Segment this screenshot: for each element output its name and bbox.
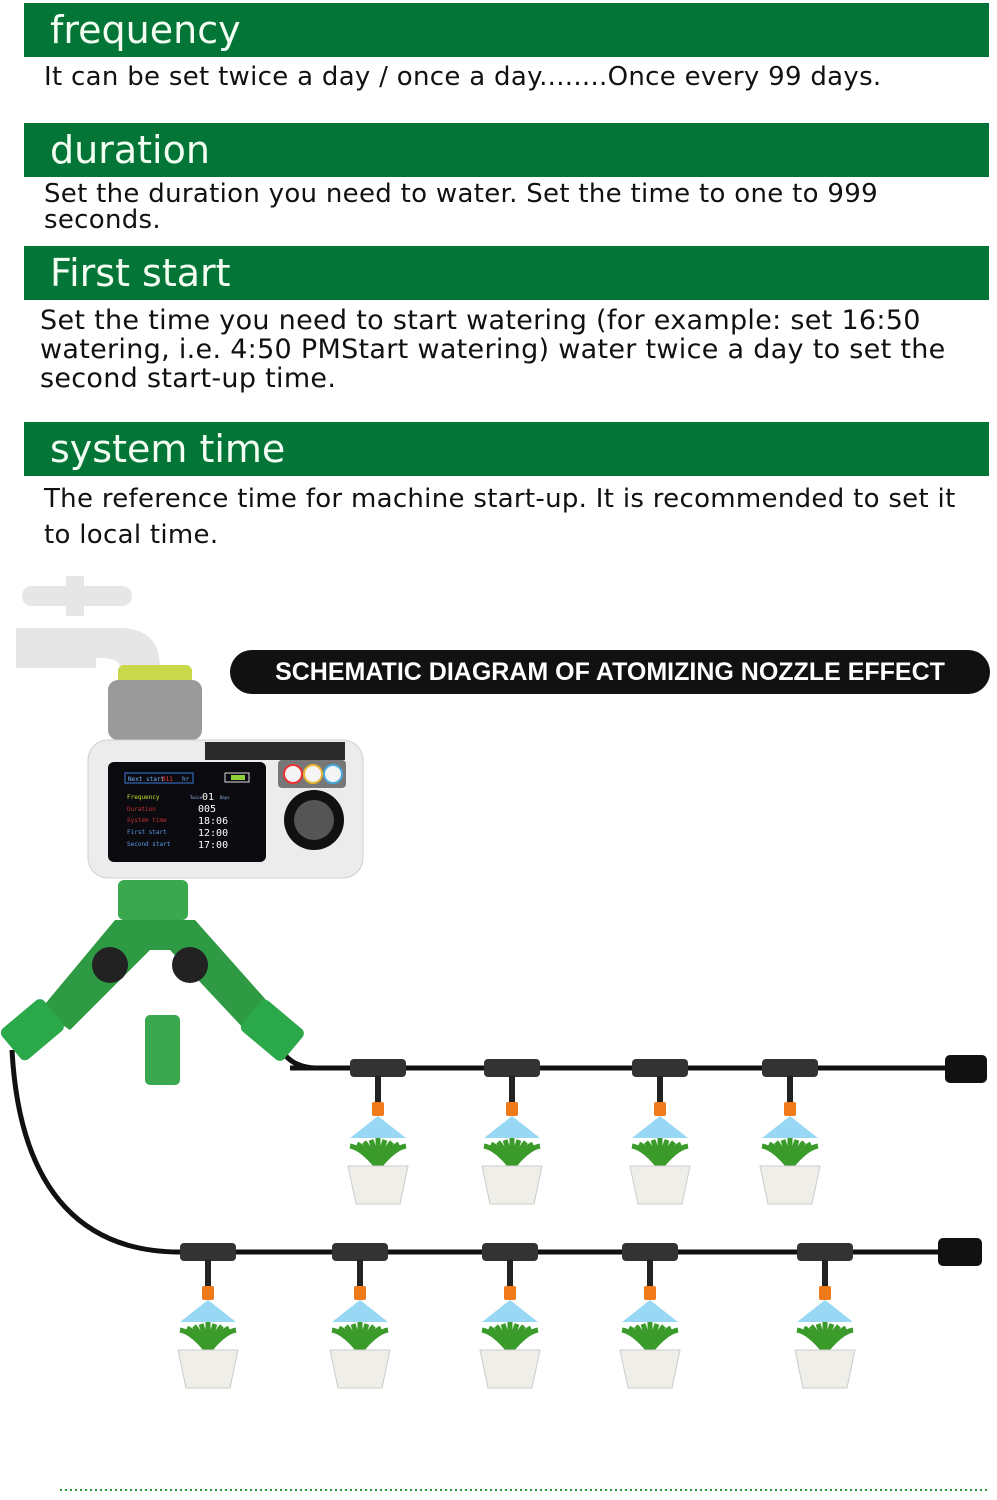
section-header-duration: duration [24, 123, 989, 177]
screen-first-start-value: 12:00 [198, 828, 228, 839]
plant-pot-icon [794, 1349, 856, 1389]
section-text-system-time: The reference time for machine start-up.… [44, 484, 956, 550]
tee-connector [762, 1059, 818, 1077]
tee-connector [332, 1243, 388, 1261]
nozzle-icon [784, 1102, 796, 1116]
section-title: duration [50, 128, 210, 172]
screen-freq-value: 01 [202, 792, 214, 803]
section-text-duration: Set the duration you need to water. Set … [44, 179, 878, 235]
section-text-first-start: Set the time you need to start watering … [40, 305, 946, 394]
nozzle-plant [619, 1243, 681, 1389]
spray-icon [632, 1116, 688, 1138]
diagram-title: SCHEMATIC DIAGRAM OF ATOMIZING NOZZLE EF… [230, 650, 990, 694]
section-title: system time [50, 427, 286, 471]
screen-next-start-unit: hr [182, 776, 190, 783]
manual-button[interactable] [303, 764, 323, 784]
section-text-frequency: It can be set twice a day / once a day..… [44, 62, 882, 92]
nozzle-icon [354, 1286, 366, 1300]
hose [9, 1049, 181, 1255]
screen-next-start-value: 011 [162, 776, 173, 783]
screen-system-time-value: 18:06 [198, 816, 228, 827]
nozzle-plant [481, 1059, 543, 1205]
screen-duration-value: 005 [198, 804, 216, 815]
spray-icon [762, 1116, 818, 1138]
screen-freq-unit: Days [220, 795, 230, 800]
spray-icon [350, 1116, 406, 1138]
nozzle-plant [177, 1243, 239, 1389]
plant-pot-icon [629, 1165, 691, 1205]
tee-connector [622, 1243, 678, 1261]
plant-pot-icon [329, 1349, 391, 1389]
tee-connector [632, 1059, 688, 1077]
lcd-screen [108, 762, 266, 862]
nozzle-plant [347, 1059, 409, 1205]
section-title: frequency [50, 8, 241, 52]
nozzle-icon [504, 1286, 516, 1300]
spray-icon [797, 1300, 853, 1322]
nozzle-icon [372, 1102, 384, 1116]
nozzle-icon [202, 1286, 214, 1300]
plant-pot-icon [479, 1349, 541, 1389]
section-header-system-time: system time [24, 422, 989, 476]
plant-pot-icon [619, 1349, 681, 1389]
section-title: First start [50, 251, 231, 295]
nozzle-icon [819, 1286, 831, 1300]
water-timer-device: Next start 011 hr Frequency Duration Sys… [87, 665, 364, 879]
nozzle-plant [759, 1059, 821, 1205]
plant-pot-icon [759, 1165, 821, 1205]
water-button[interactable] [323, 764, 343, 784]
tee-connector [482, 1243, 538, 1261]
nozzle-icon [644, 1286, 656, 1300]
two-way-splitter-icon [0, 880, 304, 1085]
spray-icon [482, 1300, 538, 1322]
end-cap-icon [938, 1238, 982, 1266]
tee-connector [797, 1243, 853, 1261]
plant-pot-icon [481, 1165, 543, 1205]
battery-icon [231, 775, 245, 780]
screen-menu-item: Second start [127, 841, 171, 848]
spray-icon [484, 1116, 540, 1138]
screen-second-start-value: 17:00 [198, 840, 228, 851]
plant-pot-icon [347, 1165, 409, 1205]
spray-icon [180, 1300, 236, 1322]
screen-menu-item: First start [127, 829, 167, 836]
screen-freq-prefix: Twice [190, 795, 203, 800]
section-header-first-start: First start [24, 246, 989, 300]
valve-knob-icon [172, 947, 208, 983]
nozzle-icon [654, 1102, 666, 1116]
power-button[interactable] [283, 764, 303, 784]
screen-menu-item: Frequency [127, 794, 160, 801]
valve-knob-icon [92, 947, 128, 983]
tee-connector [180, 1243, 236, 1261]
nozzle-plant [629, 1059, 691, 1205]
screen-menu-item: Duration [127, 806, 156, 813]
spray-icon [332, 1300, 388, 1322]
tee-connector [484, 1059, 540, 1077]
spray-icon [622, 1300, 678, 1322]
section-header-frequency: frequency [24, 3, 989, 57]
nozzle-plant [794, 1243, 856, 1389]
screen-menu-item: System time [127, 817, 167, 824]
nozzle-plant [329, 1243, 391, 1389]
nozzle-plant [479, 1243, 541, 1389]
plant-pot-icon [177, 1349, 239, 1389]
nozzle-icon [506, 1102, 518, 1116]
end-cap-icon [945, 1055, 987, 1083]
tee-connector [350, 1059, 406, 1077]
faucet-icon [16, 576, 160, 668]
screen-next-start-label: Next start [128, 776, 165, 783]
